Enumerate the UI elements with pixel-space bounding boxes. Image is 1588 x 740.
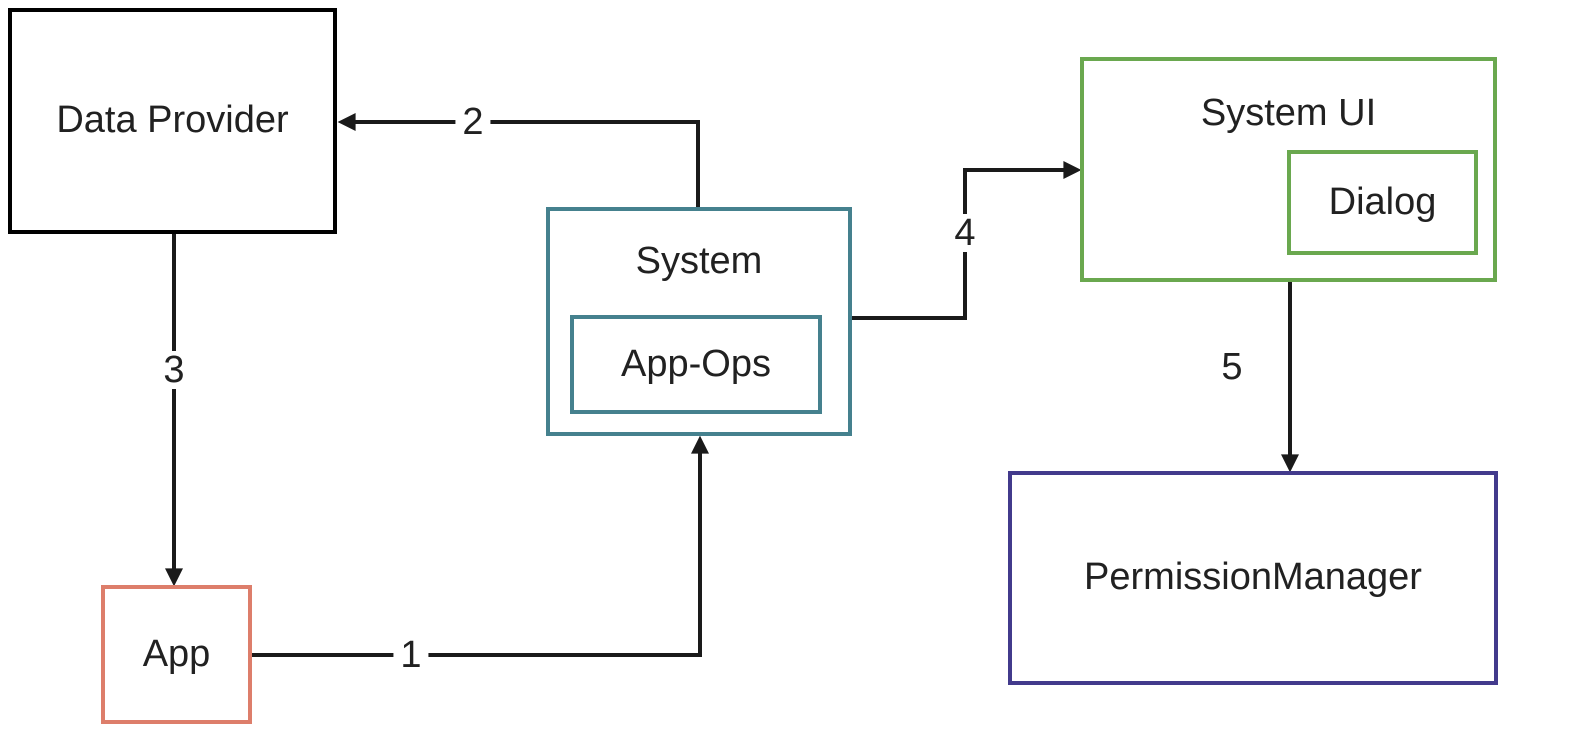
node-app-ops-label: App-Ops (621, 342, 771, 385)
node-app-label: App (142, 632, 211, 675)
node-system: System App-Ops (546, 207, 852, 436)
edge-label-1: 1 (393, 636, 429, 674)
node-system-ui-label: System UI (1200, 92, 1377, 134)
node-data-provider-label: Data Provider (56, 99, 289, 142)
node-system-ui: System UI Dialog (1080, 57, 1497, 282)
edge-1-app-to-system (250, 435, 709, 657)
node-app: App (101, 585, 252, 724)
node-dialog: Dialog (1287, 150, 1478, 255)
node-system-label: System (635, 240, 763, 282)
node-app-ops: App-Ops (570, 315, 822, 414)
node-data-provider: Data Provider (8, 8, 337, 234)
node-permission-manager: PermissionManager (1008, 471, 1498, 685)
node-permission-manager-label: PermissionManager (1084, 556, 1422, 599)
edge-label-4: 4 (947, 214, 983, 252)
edge-label-5: 5 (1214, 348, 1250, 386)
edge-label-3: 3 (156, 351, 192, 389)
edge-label-2: 2 (455, 103, 491, 141)
node-dialog-label: Dialog (1328, 180, 1437, 223)
edge-2-system-to-data-provider (337, 113, 700, 209)
